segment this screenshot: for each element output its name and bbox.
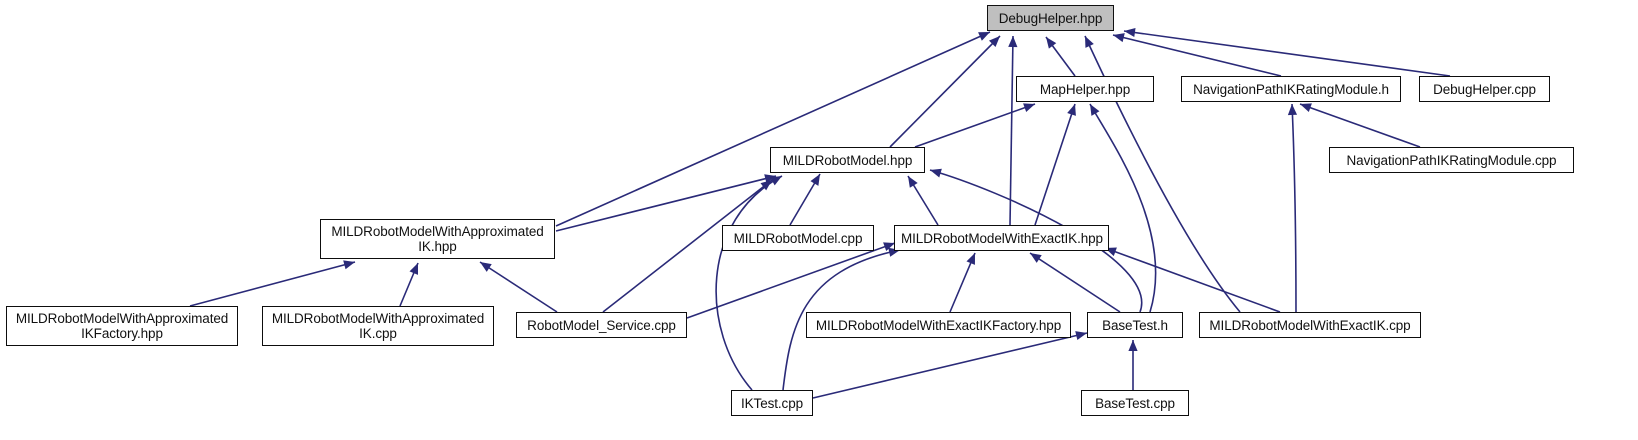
graph-edge [812,332,1088,399]
graph-edge-arrowhead [1030,253,1042,263]
graph-edge [1084,35,1241,313]
graph-node-label: MILDRobotModel.hpp [782,152,913,168]
graph-node-label: MILDRobotModelWithExactIK.hpp [901,230,1103,246]
graph-node-label: MILDRobotModel.cpp [733,230,863,246]
graph-edge-arrowhead [1113,33,1125,43]
graph-edge-arrowhead [1128,340,1138,351]
graph-node-basetest-h[interactable]: BaseTest.h [1087,312,1183,338]
graph-edge [1291,103,1297,313]
graph-edge [555,175,777,232]
graph-edge-arrowhead [810,174,820,186]
graph-node-label: MILDRobotModelWithApproximated IK.cpp [271,311,485,341]
graph-node-navpath-h[interactable]: NavigationPathIKRatingModule.h [1181,76,1401,102]
graph-edge-arrowhead [1023,103,1035,113]
graph-node-label: IKTest.cpp [740,395,804,411]
graph-edge-arrowhead [1067,104,1076,116]
graph-edge-arrowhead [409,263,418,275]
graph-edge-arrowhead [988,36,1000,48]
graph-edge [889,35,1001,148]
graph-edge-arrowhead [908,176,918,188]
graph-edge [1034,103,1076,226]
graph-edge [189,261,356,307]
graph-node-maphelper-hpp[interactable]: MapHelper.hpp [1016,76,1154,102]
graph-node-label: MapHelper.hpp [1039,81,1131,97]
graph-edge-arrowhead [770,176,782,186]
graph-edge [1104,247,1281,313]
graph-node-label: MILDRobotModelWithExactIK.cpp [1209,317,1411,333]
graph-edge-arrowhead [1124,27,1136,38]
graph-node-robotmodel-service-cpp[interactable]: RobotModel_Service.cpp [516,312,687,338]
graph-edge [914,103,1036,148]
graph-node-mildexact-cpp[interactable]: MILDRobotModelWithExactIK.cpp [1199,312,1421,338]
graph-node-mildapproxfactory-hpp[interactable]: MILDRobotModelWithApproximated IKFactory… [6,306,238,346]
graph-edge-arrowhead [1085,36,1094,48]
graph-node-mildrobotmodel-hpp[interactable]: MILDRobotModel.hpp [770,147,925,173]
graph-node-iktest-cpp[interactable]: IKTest.cpp [731,390,813,416]
graph-node-navpath-cpp[interactable]: NavigationPathIKRatingModule.cpp [1329,147,1574,173]
graph-edge [782,249,901,391]
graph-edge-arrowhead [764,174,776,184]
graph-edge-arrowhead [343,260,355,270]
graph-edge-arrowhead [930,168,942,178]
graph-node-label: NavigationPathIKRatingModule.cpp [1346,152,1557,168]
graph-node-label: BaseTest.cpp [1095,395,1175,411]
graph-edge [602,179,773,313]
graph-edge [1089,103,1157,313]
graph-node-basetest-cpp[interactable]: BaseTest.cpp [1081,390,1189,416]
graph-node-mildexactfactory-hpp[interactable]: MILDRobotModelWithExactIKFactory.hpp [806,312,1071,338]
graph-edge-arrowhead [1287,104,1298,116]
graph-edge [1029,252,1121,313]
graph-edge [686,242,896,319]
graph-edge-arrowhead [1046,37,1057,49]
graph-edge-arrowhead [1075,331,1087,341]
graph-edge [479,261,558,313]
graph-edge [555,31,991,227]
graph-node-label: MILDRobotModelWithApproximated IK.hpp [331,224,544,254]
graph-edge-arrowhead [883,242,895,252]
graph-edge-arrowhead [978,32,990,41]
graph-node-label: MILDRobotModelWithExactIKFactory.hpp [815,317,1062,333]
graph-node-mildexact-hpp[interactable]: MILDRobotModelWithExactIK.hpp [894,225,1109,251]
graph-node-label: DebugHelper.hpp [998,10,1103,26]
graph-edge-arrowhead [1008,36,1018,48]
graph-edge-arrowhead [1300,103,1312,113]
graph-edge [1009,35,1014,226]
graph-node-label: MILDRobotModelWithApproximated IKFactory… [15,311,229,341]
graph-node-label: BaseTest.h [1102,317,1168,333]
graph-edge-arrowhead [966,253,975,265]
graph-node-mildrobotmodel-cpp[interactable]: MILDRobotModel.cpp [722,225,874,251]
graph-edge [715,175,783,391]
graph-edge [1123,30,1451,77]
graph-node-label: DebugHelper.cpp [1433,81,1536,97]
graph-edge [1112,34,1282,77]
graph-edge-arrowhead [1090,104,1100,116]
graph-node-mildapprox-hpp[interactable]: MILDRobotModelWithApproximated IK.hpp [320,219,555,259]
graph-node-mildapprox-cpp[interactable]: MILDRobotModelWithApproximated IK.cpp [262,306,494,346]
graph-node-debughelper-cpp[interactable]: DebugHelper.cpp [1419,76,1550,102]
graph-node-label: RobotModel_Service.cpp [527,317,676,333]
graph-node-debughelper-hpp[interactable]: DebugHelper.hpp [987,5,1114,31]
graph-edge-arrowhead [480,262,492,272]
graph-edge [1299,103,1421,148]
graph-node-label: NavigationPathIKRatingModule.h [1193,81,1389,97]
